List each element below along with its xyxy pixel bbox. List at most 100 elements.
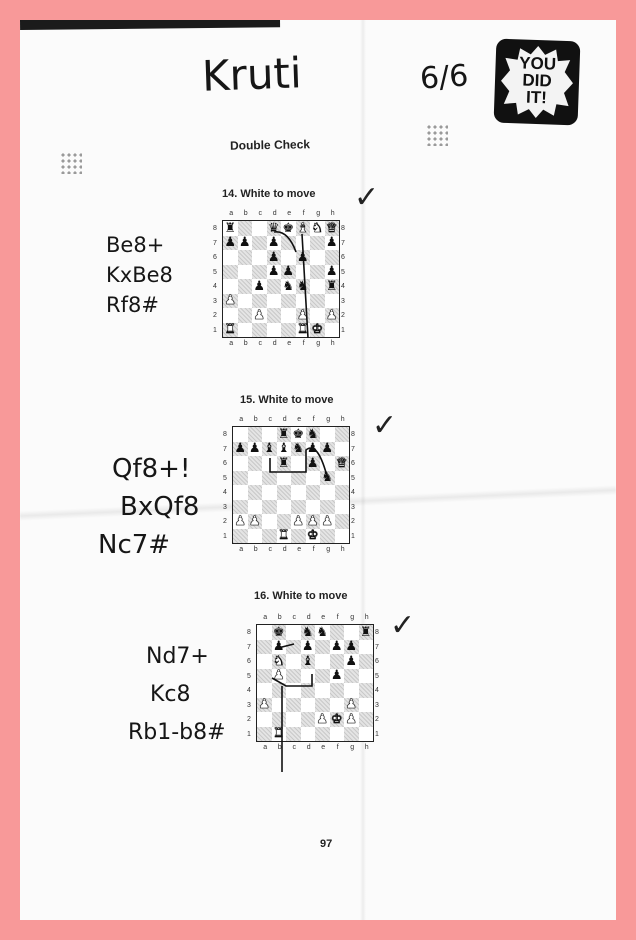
- file-label: b: [253, 416, 258, 423]
- move-line: BxQf8: [120, 492, 200, 522]
- board-square: [344, 726, 359, 741]
- board-square: [324, 250, 339, 265]
- file-label: e: [297, 546, 302, 553]
- file-label: a: [229, 340, 234, 347]
- file-label: g: [316, 340, 321, 347]
- board-square: ♟: [325, 236, 340, 251]
- file-label: c: [268, 546, 273, 553]
- board-square: [257, 726, 272, 741]
- puzzle-title: 15. White to move: [240, 394, 334, 406]
- move-line: Nc7#: [98, 530, 171, 560]
- puzzle-title: 16. White to move: [254, 590, 348, 602]
- board-square: [329, 683, 344, 698]
- check-mark-icon: ✓: [390, 609, 416, 642]
- rank-label: 8: [375, 629, 379, 636]
- black-pawn-icon: ♟: [267, 264, 280, 280]
- board-square: [286, 668, 301, 683]
- board-square: ♟: [281, 264, 296, 279]
- file-label: e: [297, 416, 302, 423]
- file-label: d: [306, 744, 311, 751]
- board-square: [237, 250, 252, 265]
- move-line: KxBe8: [106, 263, 173, 287]
- file-label: g: [326, 416, 331, 423]
- check-mark-icon: ✓: [372, 409, 398, 442]
- file-label: d: [306, 614, 311, 621]
- black-king-icon: ♚: [282, 220, 295, 236]
- board-square: ♟: [324, 308, 339, 323]
- board-square: [266, 308, 281, 323]
- board-square: ♜: [276, 456, 291, 471]
- black-bishop-icon: ♝: [263, 441, 276, 457]
- white-pawn-icon: ♟: [345, 697, 358, 713]
- board-square: ♚: [310, 322, 325, 337]
- file-label: c: [258, 210, 263, 217]
- decorative-dots-right: [426, 124, 448, 146]
- file-label: d: [272, 210, 277, 217]
- board-square: [281, 322, 296, 337]
- board-square: [315, 697, 330, 712]
- board-square: ♝: [295, 221, 310, 236]
- black-knight-icon: ♞: [306, 426, 319, 442]
- file-label: c: [292, 744, 297, 751]
- file-label: f: [312, 546, 315, 553]
- file-label: f: [302, 340, 305, 347]
- file-label: c: [258, 340, 263, 347]
- handwritten-moves: Nd7+ Kc8 Rb1-b8#: [128, 638, 226, 752]
- black-knight-icon: ♞: [316, 624, 329, 640]
- board-square: [247, 485, 262, 500]
- board-square: ♞: [300, 625, 315, 640]
- file-label: g: [350, 744, 355, 751]
- board-square: ♜: [358, 624, 373, 640]
- board-square: ♚: [306, 529, 321, 544]
- white-knight-icon: ♞: [311, 220, 324, 236]
- board-square: ♟: [305, 513, 320, 529]
- board-square: [286, 726, 301, 741]
- board-square: ♝: [277, 442, 292, 457]
- board-square: ♜: [324, 279, 339, 294]
- rank-label: 2: [351, 518, 355, 525]
- board-square: [281, 293, 296, 308]
- black-rook-icon: ♜: [277, 426, 290, 442]
- board-square: ♟: [267, 265, 282, 280]
- board-square: [310, 235, 325, 250]
- black-pawn-icon: ♟: [330, 668, 343, 684]
- white-rook-icon: ♜: [277, 528, 290, 544]
- rank-label: 5: [223, 474, 227, 482]
- board-square: ♞: [305, 426, 320, 442]
- board-square: [300, 712, 315, 727]
- board-square: ♛: [334, 456, 349, 471]
- board-square: [262, 470, 277, 485]
- rank-label: 6: [247, 658, 251, 665]
- file-label: h: [330, 210, 335, 217]
- file-label: a: [239, 546, 244, 553]
- board-square: ♟: [330, 640, 345, 655]
- white-king-icon: ♚: [306, 528, 319, 544]
- black-pawn-icon: ♟: [321, 441, 334, 457]
- file-label: b: [277, 744, 282, 751]
- black-pawn-icon: ♟: [345, 653, 358, 669]
- black-rook-icon: ♜: [359, 624, 372, 640]
- board-square: ♟: [344, 639, 359, 654]
- board-square: ♟: [233, 441, 248, 456]
- board-square: ♚: [281, 221, 296, 236]
- paper-fold-vertical: [360, 20, 366, 920]
- black-pawn-icon: ♟: [325, 235, 338, 251]
- board-square: ♝: [300, 654, 315, 669]
- board-square: [286, 697, 301, 712]
- board-square: ♞: [315, 625, 330, 640]
- board-square: ♟: [325, 265, 340, 280]
- move-line: Rf8#: [106, 293, 159, 317]
- rank-label: 7: [351, 445, 355, 453]
- board-square: ♚: [329, 712, 344, 727]
- white-pawn-icon: ♟: [306, 513, 319, 529]
- board-square: ♟: [344, 712, 359, 727]
- move-line: Qf8+!: [112, 454, 191, 484]
- board-square: [233, 528, 248, 543]
- file-label: b: [243, 210, 248, 217]
- board-square: ♚: [271, 625, 286, 640]
- white-queen-icon: ♛: [325, 220, 338, 236]
- rank-label: 5: [341, 268, 345, 276]
